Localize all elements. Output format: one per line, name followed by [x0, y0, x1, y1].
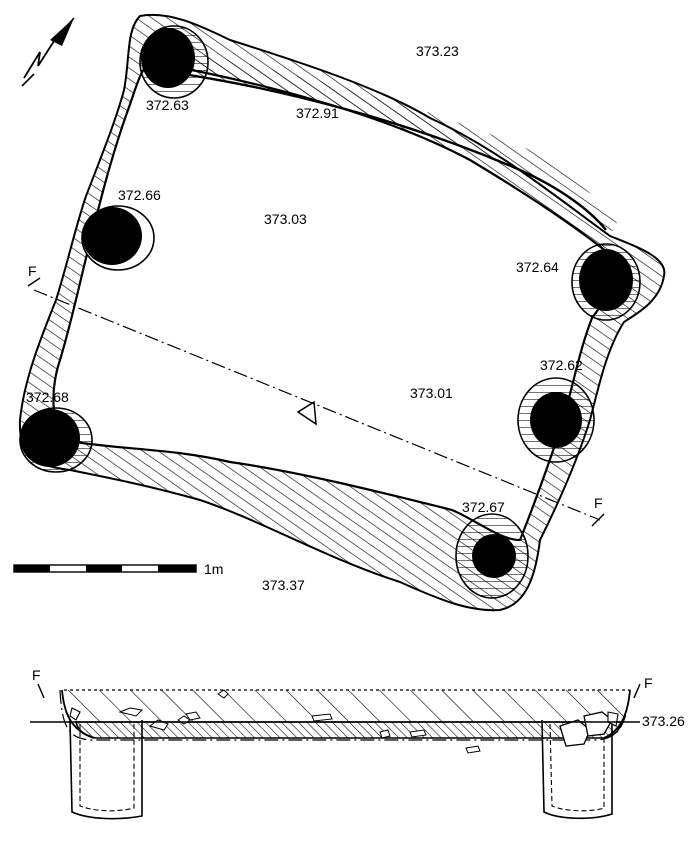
section-f-right: F [644, 675, 653, 691]
posthole-label-372-62: 372.62 [540, 357, 583, 373]
scale-bar: 1m [13, 561, 223, 577]
posthole-372-64 [571, 243, 641, 321]
section-stones [69, 689, 619, 754]
posthole-label-372-64: 372.64 [516, 259, 559, 275]
elevation-floor-lower: 373.01 [410, 385, 453, 401]
posthole-372-66 [81, 205, 155, 271]
pit-outline [18, 13, 666, 612]
section-label-start: F [28, 263, 37, 279]
section-posthole-left [69, 719, 143, 820]
step-band [170, 54, 624, 232]
section-upper-fill [64, 690, 630, 722]
pit-floor [52, 60, 615, 542]
section-level-label: 373.26 [642, 713, 685, 729]
posthole-label-372-63: 372.63 [146, 97, 189, 113]
section-label-end: F [594, 495, 603, 511]
posthole-372-63 [139, 25, 209, 99]
section-posthole-right [541, 719, 613, 820]
posthole-label-372-67: 372.67 [462, 499, 505, 515]
section-profile: F F 373.26 [30, 667, 685, 820]
elevation-outer-top: 373.23 [416, 43, 459, 59]
posthole-372-62 [517, 377, 595, 463]
section-f-left: F [32, 667, 41, 683]
elevation-step: 372.91 [296, 105, 339, 121]
postholes [19, 25, 641, 599]
posthole-label-372-68: 372.68 [26, 389, 69, 405]
scale-bar-label: 1m [204, 561, 223, 577]
triangle-marker-icon [296, 400, 317, 426]
step-line [169, 70, 607, 231]
north-arrow-icon [21, 17, 75, 87]
section-line: F F [27, 263, 605, 527]
posthole-372-68 [19, 407, 93, 473]
elevation-outer-bottom: 373.37 [262, 577, 305, 593]
posthole-372-67 [455, 513, 529, 599]
posthole-label-372-66: 372.66 [118, 187, 161, 203]
elevation-floor-upper: 373.03 [264, 211, 307, 227]
